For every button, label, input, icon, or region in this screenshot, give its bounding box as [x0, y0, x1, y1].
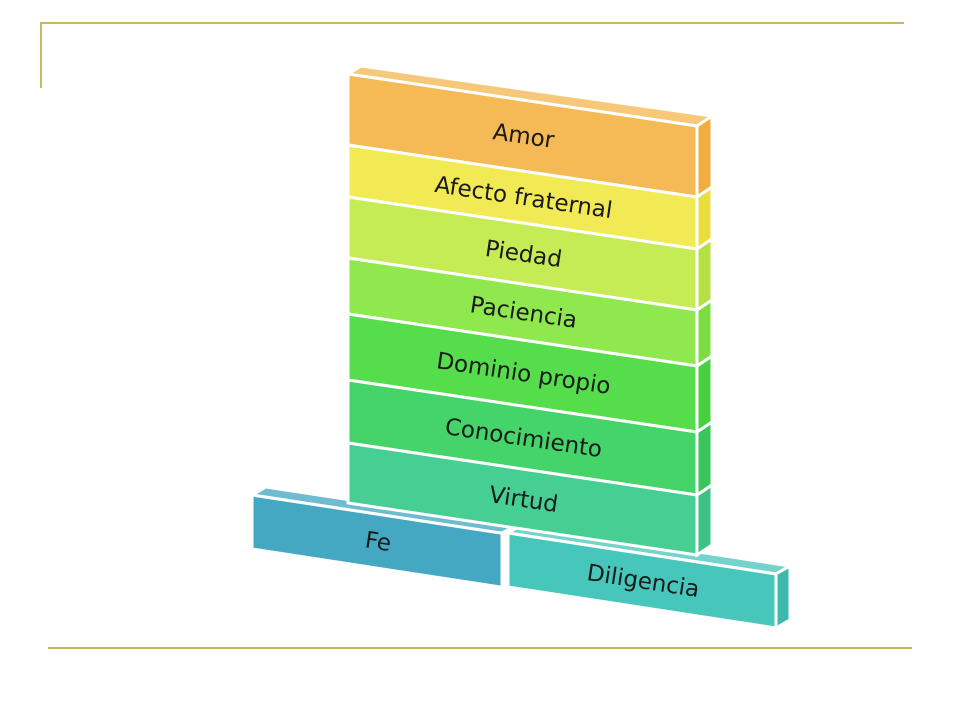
foundation-label-fe: Fe — [363, 527, 393, 557]
left-rule — [40, 22, 42, 88]
bottom-rule — [48, 647, 912, 649]
foundation-block-fe: Fe — [247, 485, 521, 589]
stack-layer-dominio-propio: Dominio propio — [346, 312, 714, 435]
stack-layer-virtud: Virtud — [346, 441, 714, 558]
foundation-block-diligencia: Diligencia — [503, 523, 795, 631]
top-rule — [40, 22, 904, 24]
